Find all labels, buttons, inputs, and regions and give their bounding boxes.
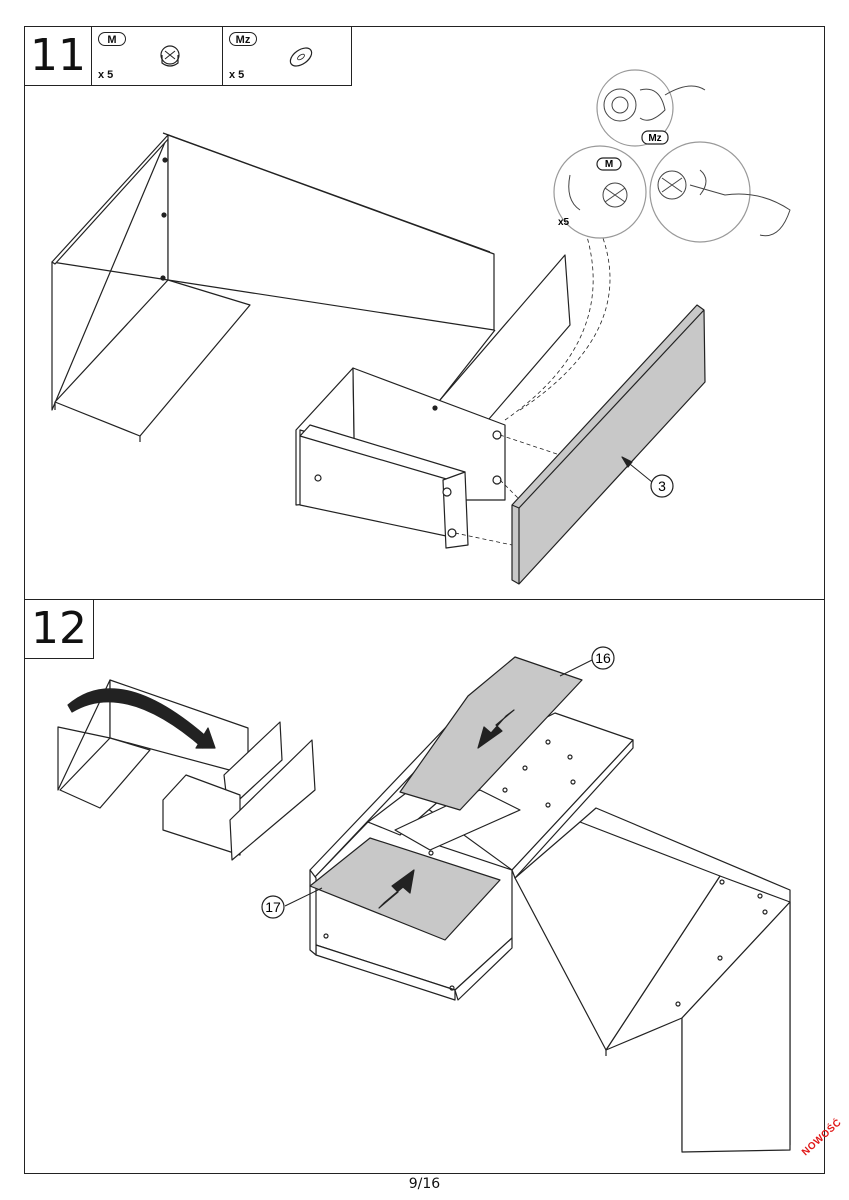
cap-cover-icon [289, 47, 313, 67]
part-m-qty: x 5 [98, 69, 114, 81]
detail-label-qty: x5 [558, 217, 570, 228]
page-number: 9/16 [408, 1176, 441, 1192]
step-11-illustration: Mz M x5 3 [51, 69, 791, 585]
front-panel-3 [511, 304, 706, 585]
part-mz-qty: x 5 [229, 69, 245, 81]
bottom-shelf [54, 279, 251, 437]
part-mz-box: Mz x 5 [222, 26, 352, 86]
cam-lock-icon [160, 45, 180, 67]
callout-3: 3 [658, 478, 666, 494]
part-m-code: M [98, 32, 126, 46]
step-divider [24, 599, 825, 600]
part-mz-code: Mz [229, 32, 257, 46]
detail-label-m: M [605, 159, 613, 170]
detail-label-mz: Mz [648, 133, 661, 144]
step-12-number: 12 [24, 599, 94, 659]
